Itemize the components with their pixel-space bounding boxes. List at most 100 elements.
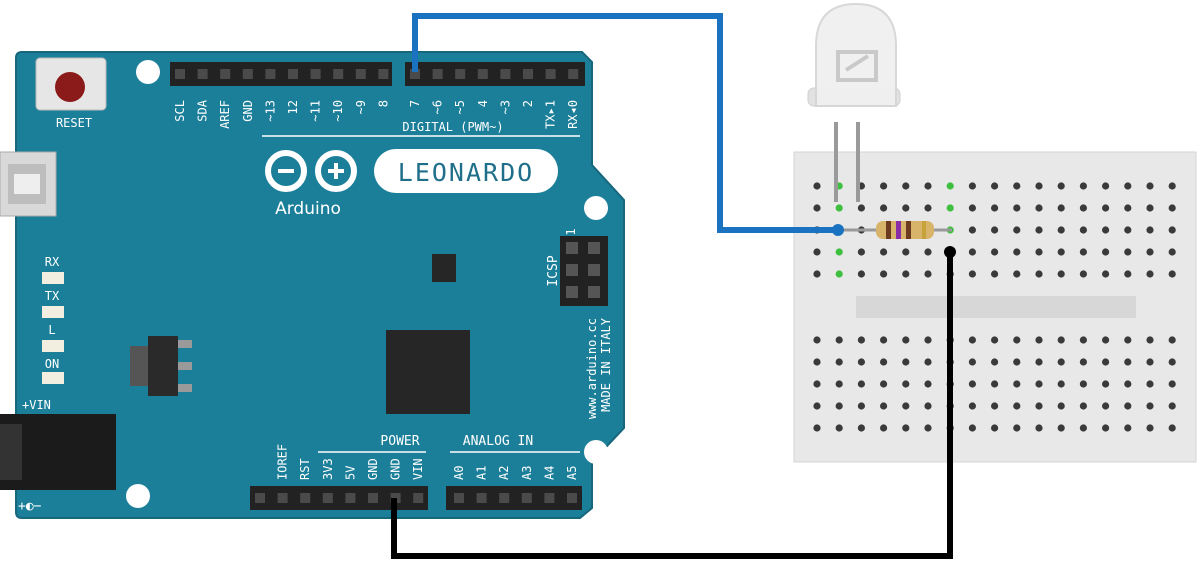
led-on [42, 372, 64, 384]
breadboard-hole [902, 248, 910, 256]
breadboard-hole [1035, 336, 1043, 344]
digital-pin-label: 8 [376, 100, 390, 107]
breadboard-hole [924, 424, 932, 432]
breadboard-hole [1057, 204, 1065, 212]
led-label-l: L [48, 323, 55, 337]
breadboard-hole [1013, 226, 1021, 234]
breadboard-hole [924, 248, 932, 256]
breadboard-hole [968, 424, 977, 432]
breadboard-hole [968, 182, 977, 190]
breadboard-hole [1124, 270, 1132, 278]
breadboard-hole [1168, 402, 1176, 410]
breadboard-hole [835, 204, 843, 212]
power-pin-label: VIN [411, 458, 425, 480]
wire-signal-end [832, 224, 844, 236]
digital-pin-hole [197, 69, 208, 79]
digital-pin-hole [545, 69, 556, 79]
led-l [42, 340, 64, 352]
breadboard-hole [1168, 182, 1176, 190]
breadboard-hole [1079, 380, 1087, 388]
breadboard-hole [880, 182, 888, 190]
breadboard-hole [1168, 226, 1176, 234]
breadboard-hole [857, 424, 866, 432]
breadboard-hole [968, 204, 977, 212]
breadboard-hole [968, 358, 977, 366]
breadboard-hole [924, 270, 932, 278]
breadboard-hole [902, 336, 910, 344]
breadboard-hole [968, 336, 977, 344]
power-pin-label: 5V [343, 466, 357, 480]
breadboard-hole [902, 358, 910, 366]
digital-header-right [405, 62, 585, 86]
website-text: www.arduino.cc [585, 318, 599, 419]
small-chip [432, 254, 456, 282]
breadboard-hole [1168, 270, 1176, 278]
breadboard-hole [1146, 270, 1154, 278]
breadboard-hole [1035, 424, 1043, 432]
digital-pin-hole [500, 69, 511, 79]
resistor-band-2 [896, 221, 901, 239]
breadboard-hole [924, 380, 932, 388]
breadboard-hole [880, 424, 888, 432]
breadboard-hole [1079, 226, 1087, 234]
wire-ground-end [944, 246, 956, 258]
reset-label: RESET [56, 116, 92, 130]
breadboard-hole [1035, 204, 1043, 212]
analog-pin-hole [454, 493, 464, 503]
breadboard-hole [1146, 358, 1154, 366]
breadboard-hole [1146, 248, 1154, 256]
analog-title: ANALOG IN [463, 434, 533, 449]
breadboard-hole [924, 402, 932, 410]
breadboard-hole [902, 380, 910, 388]
breadboard-hole [813, 358, 821, 366]
breadboard-hole [991, 270, 999, 278]
polarity-label: +◐− [18, 499, 42, 514]
breadboard-hole [857, 270, 866, 278]
breadboard-hole [1079, 270, 1087, 278]
breadboard-hole [902, 204, 910, 212]
breadboard-hole [946, 204, 954, 212]
breadboard-hole [1102, 248, 1110, 256]
led-tx [42, 306, 64, 318]
breadboard-hole [968, 226, 977, 234]
resistor [838, 221, 952, 239]
analog-pin-label: A3 [520, 466, 534, 480]
breadboard-hole [1102, 424, 1110, 432]
breadboard-hole [902, 424, 910, 432]
breadboard-hole [1057, 402, 1065, 410]
breadboard-hole [1035, 226, 1043, 234]
breadboard-hole [902, 182, 910, 190]
digital-pin-hole [568, 69, 579, 79]
breadboard-hole [1102, 358, 1110, 366]
breadboard-hole [1057, 424, 1065, 432]
breadboard-hole [1035, 380, 1043, 388]
digital-pin-label: SDA [196, 99, 210, 121]
digital-pin-hole [477, 69, 488, 79]
breadboard-hole [1168, 204, 1176, 212]
led-label-rx: RX [45, 255, 60, 269]
breadboard-hole [1013, 380, 1021, 388]
vin-label: +VIN [22, 398, 51, 412]
breadboard-hole [1168, 380, 1176, 388]
digital-pin-label: ~6 [431, 100, 445, 114]
digital-pin-hole [333, 69, 344, 79]
breadboard-hole [1079, 248, 1087, 256]
breadboard-hole [1102, 226, 1110, 234]
reset-button[interactable] [35, 57, 107, 111]
icsp-header [560, 236, 608, 306]
power-header [250, 486, 428, 510]
breadboard-hole [880, 248, 888, 256]
breadboard-hole [835, 270, 843, 278]
breadboard-hole [1168, 358, 1176, 366]
breadboard-hole [813, 270, 821, 278]
breadboard-hole [968, 248, 977, 256]
digital-pin-hole [378, 69, 389, 79]
digital-pin-hole [432, 69, 443, 79]
power-pin-hole [277, 493, 288, 503]
breadboard-hole [991, 182, 999, 190]
breadboard-hole [1013, 270, 1021, 278]
breadboard-hole [880, 336, 888, 344]
analog-pin-label: A0 [452, 466, 466, 480]
breadboard-hole [1102, 402, 1110, 410]
